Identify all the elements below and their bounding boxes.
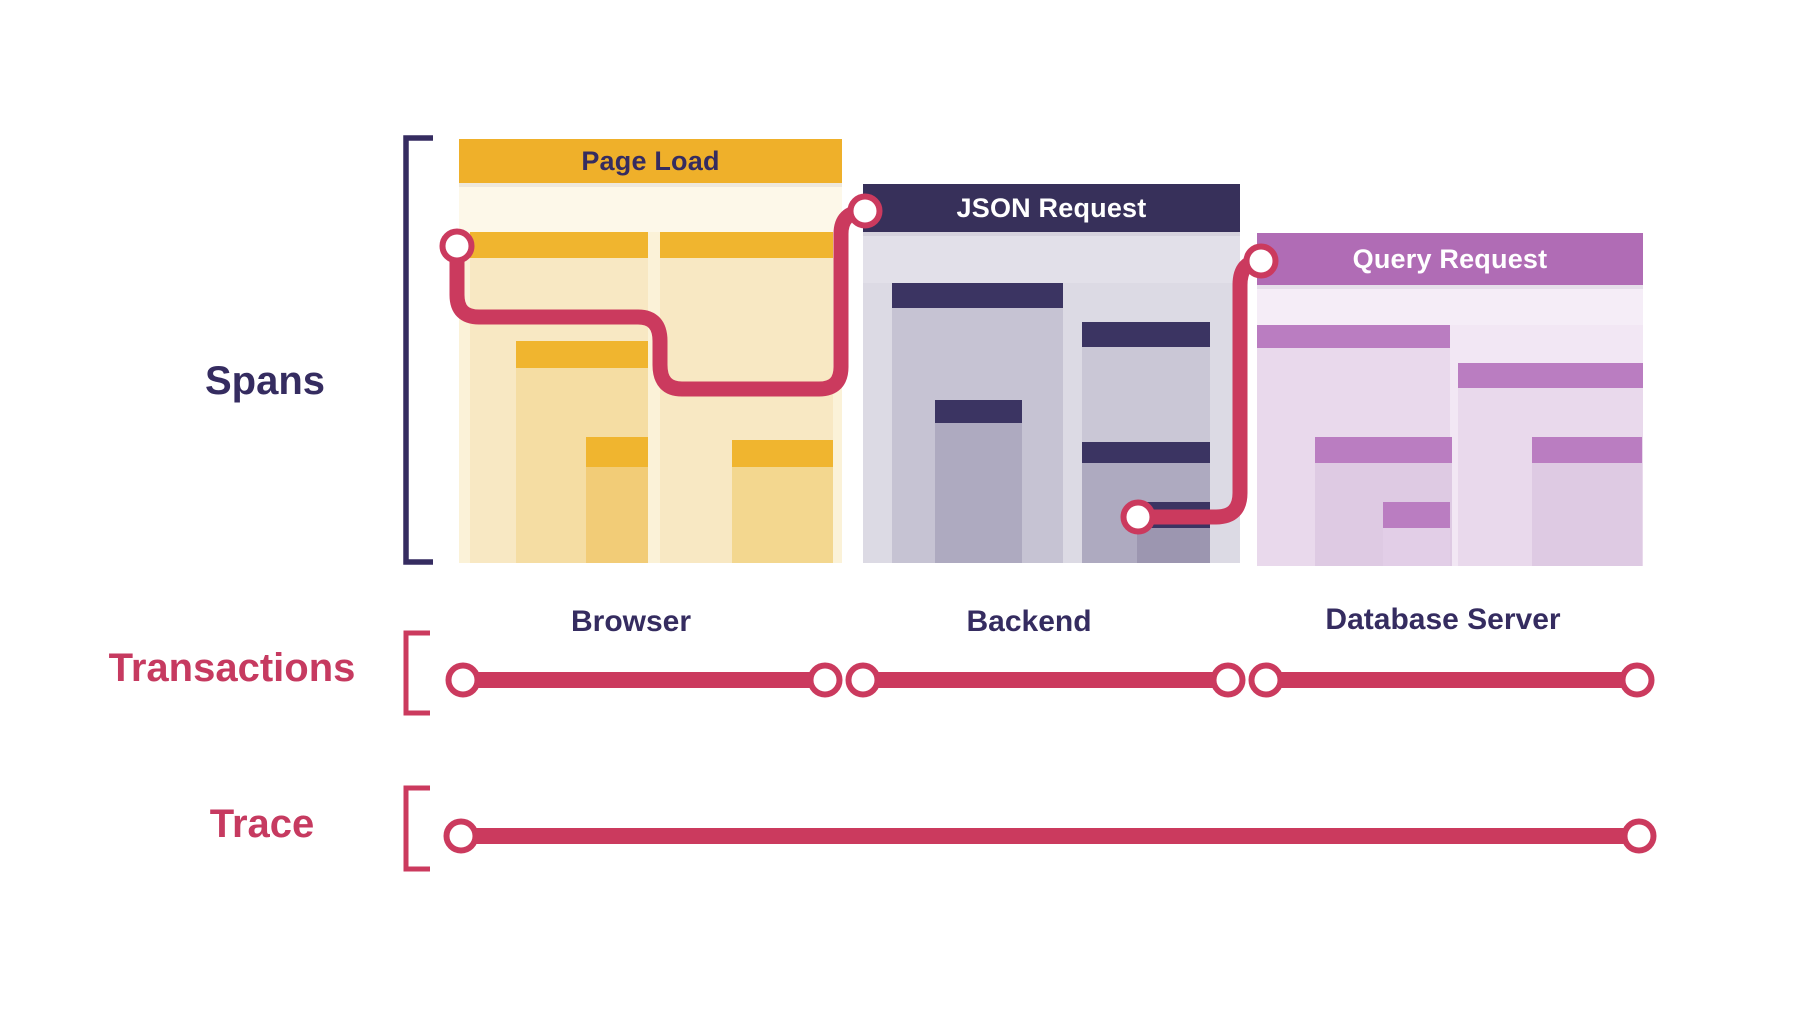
transactions-row-label: Transactions — [108, 646, 356, 690]
span-bar-header — [732, 440, 833, 467]
browser-panel-header: Page Load — [459, 139, 842, 183]
backend-panel-header: JSON Request — [863, 184, 1240, 232]
trace-path-backend-to-database — [1130, 253, 1269, 525]
transaction-backend-end-node-icon — [1210, 662, 1246, 698]
span-bar-header — [470, 232, 648, 258]
span-bar-header — [1082, 322, 1210, 347]
trace-start-node-icon — [443, 818, 479, 854]
span-bar-header — [935, 400, 1022, 423]
span-bar-body — [1383, 528, 1450, 566]
trace-row-label: Trace — [209, 802, 315, 846]
trace-path-browser-to-backend — [449, 204, 871, 397]
transaction-backend-start-node-icon — [845, 662, 881, 698]
span-bar-header — [1082, 442, 1210, 463]
span-bar-header — [1532, 437, 1642, 463]
transaction-browser-end-node-icon — [807, 662, 843, 698]
transaction-database-end-node-icon — [1619, 662, 1655, 698]
span-bar-body — [1532, 463, 1642, 566]
browser-panel-title: Page Load — [581, 145, 720, 176]
span-bar-header — [660, 232, 833, 258]
span-bar-header — [1458, 363, 1643, 388]
backend-request-node-icon — [847, 193, 883, 229]
caption-backend: Backend — [966, 605, 1092, 638]
backend-panel-title: JSON Request — [956, 192, 1147, 223]
span-bar-body — [1137, 528, 1210, 563]
spans-row-label: Spans — [204, 359, 326, 403]
span-bar-body — [935, 423, 1022, 563]
browser-panel-top-band — [459, 183, 842, 232]
span-bar-header — [586, 437, 648, 467]
span-bar-header — [892, 283, 1063, 308]
panel-backend: JSON Request — [863, 184, 1240, 563]
span-bar-header — [1257, 325, 1450, 348]
transaction-browser-start-node-icon — [445, 662, 481, 698]
transactions-bracket — [403, 630, 430, 716]
span-bar-body — [586, 467, 648, 563]
backend-span-node-icon — [1120, 499, 1156, 535]
database-panel-top-band — [1257, 285, 1643, 325]
database-request-node-icon — [1243, 243, 1279, 279]
panel-database: Query Request — [1257, 233, 1643, 566]
database-panel-title: Query Request — [1352, 243, 1548, 274]
trace-end-node-icon — [1621, 818, 1657, 854]
span-bar-header — [1383, 502, 1450, 528]
panel-browser: Page Load — [459, 139, 842, 563]
span-bar-header — [516, 341, 648, 368]
database-panel-header: Query Request — [1257, 233, 1643, 285]
span-bar-body — [732, 467, 833, 563]
trace-bracket — [403, 785, 430, 872]
transaction-database-start-node-icon — [1248, 662, 1284, 698]
caption-database: Database Server — [1325, 603, 1561, 636]
span-start-node-icon — [439, 228, 475, 264]
spans-bracket — [403, 135, 433, 565]
caption-browser: Browser — [570, 605, 692, 638]
backend-panel-top-band — [863, 232, 1240, 283]
span-bar-header — [1315, 437, 1452, 463]
